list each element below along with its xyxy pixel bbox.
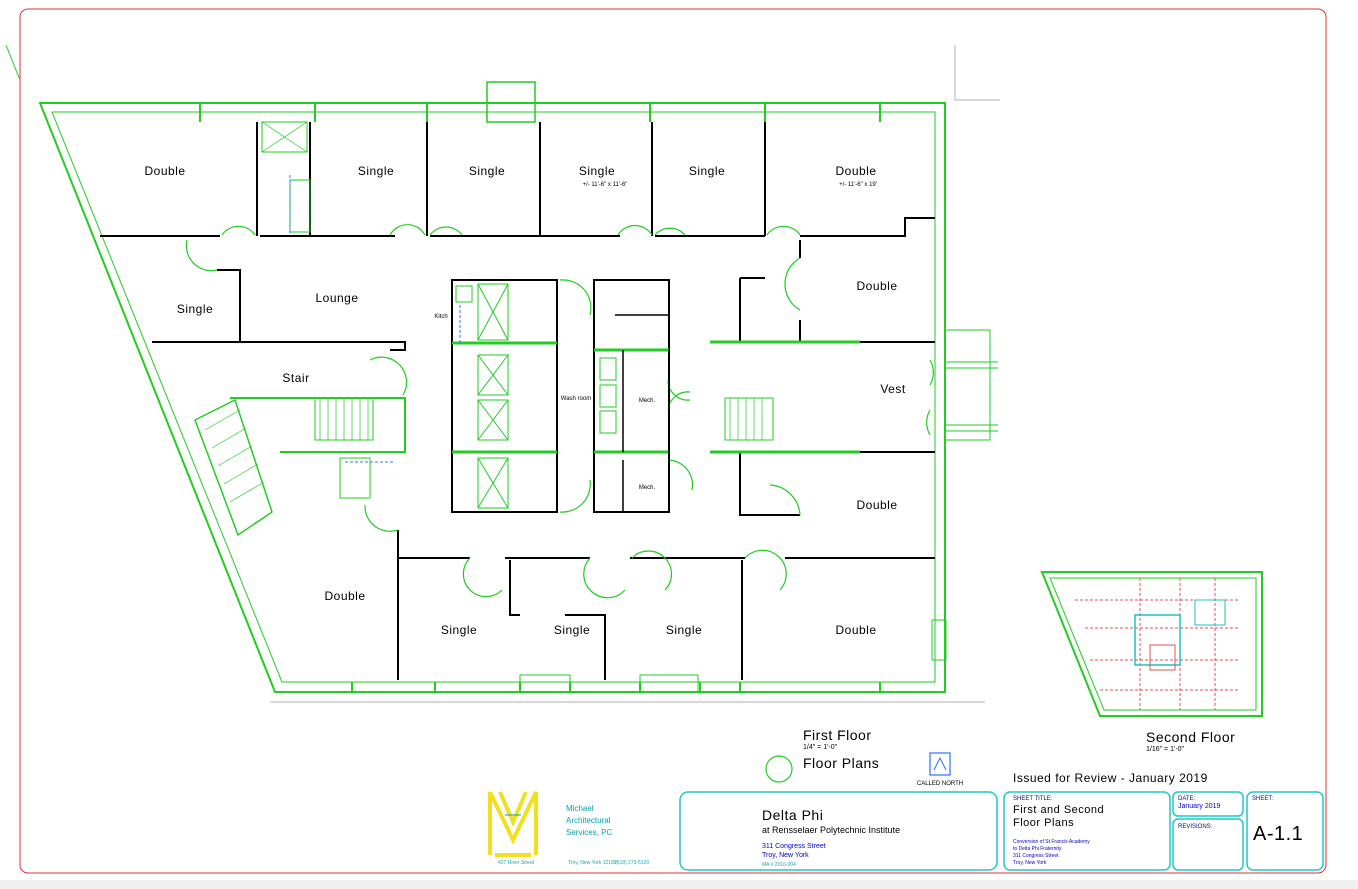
second-floor-title: Second Floor [1146, 729, 1235, 745]
room-stair: Stair [282, 371, 309, 385]
firm-name-line2: Architectural [566, 816, 611, 825]
room-double-ne: Double [835, 164, 876, 178]
sheet-number: A-1.1 [1253, 823, 1303, 845]
room-single-south-1: Single [441, 623, 477, 637]
room-double-east-2: Double [856, 498, 897, 512]
firm-logo: Michael Architectural Services, PC 427 R… [488, 791, 649, 866]
project-ref: MA # 2016-004 [762, 862, 796, 868]
drawing-marker-circle [765, 755, 793, 783]
room-double-sw: Double [324, 589, 365, 603]
second-floor-scale: 1/16" = 1'-0" [1146, 746, 1185, 753]
sheet-label: SHEET: [1252, 796, 1273, 802]
room-single-south-2: Single [554, 623, 590, 637]
room-double-ne-dimensions: +/- 11'-6" x 19' [839, 182, 877, 188]
firm-logo-mark [488, 791, 538, 857]
north-arrow-icon [929, 752, 951, 776]
room-double-se: Double [835, 623, 876, 637]
north-arrow-glyph-icon [933, 756, 947, 771]
room-single-3-dimensions: +/- 11'-6" x 11'-6" [583, 182, 628, 188]
first-floor-plan [5, 44, 1000, 703]
date-label: DATE: [1178, 796, 1196, 802]
sheet-title-line2: Floor Plans [1013, 817, 1074, 829]
sheet-title-label: SHEET TITLE: [1013, 796, 1053, 802]
room-mech-1: Mech. [639, 398, 656, 404]
sheet-desc-4: Troy, New York [1013, 860, 1047, 866]
sheet-desc-3: 311 Congress Street [1013, 853, 1059, 859]
project-name: Delta Phi [762, 807, 823, 823]
project-box [679, 791, 998, 871]
drawing-titles: First Floor 1/4" = 1'-0" Floor Plans CAL… [765, 727, 1235, 787]
first-floor-title: First Floor [803, 727, 872, 743]
sheet-desc-1: Conversion of St Francis Academy [1013, 839, 1090, 845]
room-single-1: Single [358, 164, 394, 178]
room-labels: Double Single Single Single +/- 11'-6" x… [144, 164, 905, 637]
sheet-border [19, 8, 1327, 874]
sheet-title-line1: First and Second [1013, 804, 1104, 816]
firm-name-line3: Services, PC [566, 828, 612, 837]
room-vest: Vest [880, 382, 906, 396]
firm-name-line1: Michael [566, 804, 594, 813]
firm-city: Troy, New York 12180 [568, 860, 617, 866]
project-address-1: 311 Congress Street [762, 843, 826, 850]
room-double-east-1: Double [856, 279, 897, 293]
first-floor-scale: 1/4" = 1'-0" [803, 744, 838, 751]
called-north-label: CALLED NORTH [917, 781, 963, 787]
project-subtitle: at Rensselaer Polytechnic Institute [762, 825, 900, 835]
room-single-south-3: Single [666, 623, 702, 637]
issued-for-review: Issued for Review - January 2019 [1013, 771, 1208, 785]
room-mech-2: Mech. [639, 485, 656, 491]
room-double-nw: Double [144, 164, 185, 178]
second-floor-plan [1040, 571, 1263, 717]
project-address-2: Troy, New York [762, 852, 809, 859]
room-single-4: Single [689, 164, 725, 178]
room-lounge: Lounge [315, 291, 358, 305]
room-single-2: Single [469, 164, 505, 178]
revisions-label: REVISIONS: [1178, 824, 1213, 830]
room-wash-room: Wash room [561, 396, 591, 402]
project-block: Delta Phi at Rensselaer Polytechnic Inst… [679, 791, 998, 871]
room-kitchen: Kitch [434, 314, 447, 320]
date-value: January 2019 [1178, 803, 1221, 810]
firm-address: 427 River Street [498, 860, 535, 866]
firm-phone: (518) 273-5120 [615, 860, 649, 866]
floor-plans-label: Floor Plans [803, 755, 879, 771]
sheet-desc-2: to Delta Phi Fraternity [1013, 846, 1062, 852]
room-single-west: Single [177, 302, 213, 316]
title-block: SHEET TITLE: First and Second Floor Plan… [1003, 791, 1324, 871]
room-single-3: Single [579, 164, 615, 178]
bottom-strip [0, 880, 1358, 889]
